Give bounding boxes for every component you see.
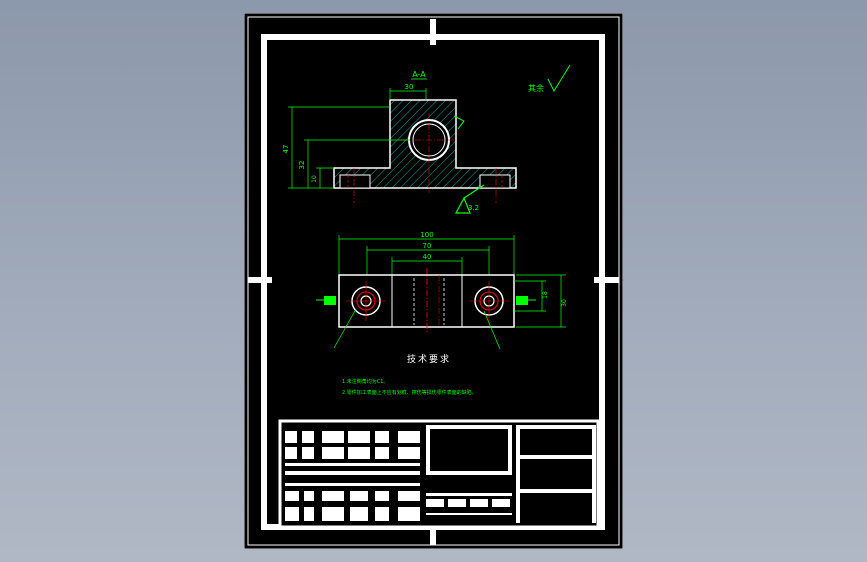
top-view: 100 70 40 — [316, 231, 568, 350]
tech-note-1: 1.未注倒角均为C1。 — [342, 378, 388, 385]
roughness-note: 其余 — [528, 83, 544, 93]
dim-height-total: 47 — [282, 145, 290, 154]
title-block — [278, 419, 600, 529]
roughness-note-symbol — [547, 64, 571, 93]
tech-note-2: 2.零件加工表面上不应有划痕、擦伤等损伤零件表面的缺陷。 — [342, 389, 477, 396]
tech-title: 技术要求 — [407, 353, 451, 365]
dim-holes: 70 — [423, 242, 432, 250]
dim-slot: 40 — [423, 253, 432, 261]
dim-height-base: 10 — [311, 175, 318, 183]
roughness-value: 3.2 — [468, 204, 479, 212]
dim-height-18: 18 — [542, 291, 549, 299]
dim-top-width: 30 — [405, 83, 414, 91]
section-view: A-A 30 47 32 10 3.2 — [282, 64, 571, 214]
dim-overall: 100 — [420, 231, 433, 239]
drawing-sheet: A-A 30 47 32 10 3.2 — [243, 12, 624, 550]
dim-height-axis: 32 — [298, 161, 306, 170]
dim-height-30: 30 — [561, 299, 568, 307]
section-label: A-A — [412, 70, 426, 79]
roughness-symbol — [455, 184, 485, 214]
tech-requirements: 技术要求 1.未注倒角均为C1。 2.零件加工表面上不应有划痕、擦伤等损伤零件表… — [342, 353, 477, 396]
